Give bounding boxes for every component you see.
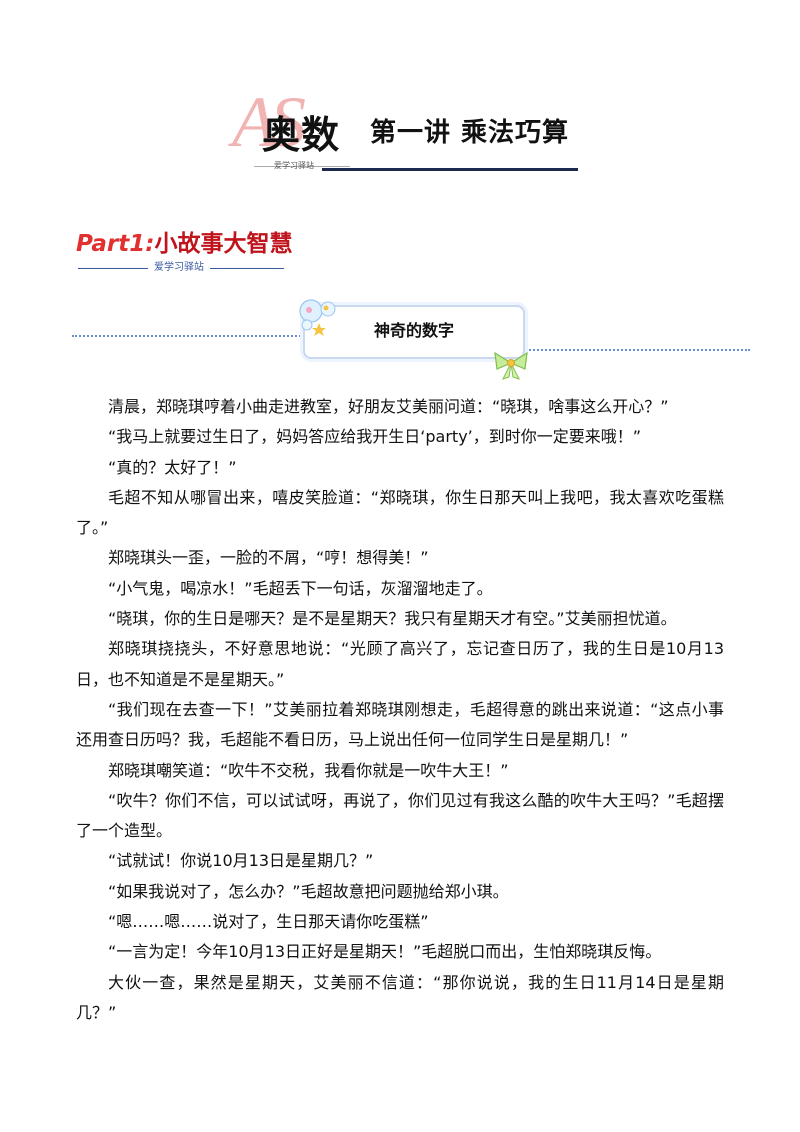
page-header: AS 奥数 爱学习驿站 第一讲 乘法巧算	[0, 0, 800, 190]
story-paragraph: “小气鬼，喝凉水！”毛超丢下一句话，灰溜溜地走了。	[108, 578, 493, 598]
title-underline	[322, 168, 578, 171]
aoshu-logo: AS 奥数 爱学习驿站	[228, 86, 358, 172]
story-paragraph: 郑晓琪挠挠头，不好意思地说：“光顾了高兴了，忘记查日历了，我的生日是10月13日…	[76, 639, 724, 689]
story-paragraph: 郑晓琪嘲笑道：“吹牛不交税，我看你就是一吹牛大王！”	[108, 760, 509, 780]
part-subtitle-line-left	[78, 268, 148, 269]
section-divider-right	[518, 349, 750, 351]
story-paragraph: “我们现在去查一下！”艾美丽拉着郑晓琪刚想走，毛超得意的跳出来说道：“这点小事还…	[76, 699, 724, 750]
logo-main-text: 奥数	[262, 113, 341, 157]
part-subtitle-row: 爱学习驿站	[78, 261, 284, 275]
story-text: 清晨，郑晓琪哼着小曲走进教室，好朋友艾美丽问道：“晓琪，啥事这么开心？” “我马…	[76, 392, 724, 1028]
part-subtitle-line-right	[210, 268, 284, 269]
section-title: 神奇的数字	[373, 321, 454, 340]
section-divider-left	[72, 335, 304, 337]
part-title: Part1:小故事大智慧	[76, 231, 293, 257]
part-title-cn: 小故事大智慧	[154, 231, 293, 257]
bubbles-icon	[299, 299, 336, 336]
logo-subtitle: 爱学习驿站	[274, 161, 314, 170]
story-paragraph: 大伙一查，果然是星期天，艾美丽不信道：“那你说说，我的生日11月14日是星期几？…	[76, 972, 724, 1022]
story-paragraph: “我马上就要过生日了，妈妈答应给我开生日‘party’，到时你一定要来哦！”	[108, 427, 642, 447]
logo-sub-divider	[254, 166, 350, 167]
story-paragraph: “试就试！你说10月13日是星期几？”	[108, 851, 374, 871]
story-paragraph: 清晨，郑晓琪哼着小曲走进教室，好朋友艾美丽问道：“晓琪，啥事这么开心？”	[108, 397, 669, 416]
story-paragraph: “吹牛？你们不信，可以试试呀，再说了，你们见过有我这么酷的吹牛大王吗？”毛超摆了…	[76, 790, 724, 841]
logo-letters: AS	[232, 82, 306, 162]
part-banner: Part1:小故事大智慧 爱学习驿站	[76, 231, 296, 280]
story-paragraph: “真的？太好了！”	[108, 457, 237, 477]
story-paragraph: 毛超不知从哪冒出来，嘻皮笑脸道：“郑晓琪，你生日那天叫上我吧，我太喜欢吃蛋糕了。…	[76, 487, 724, 538]
story-paragraph: “嗯……嗯……说对了，生日那天请你吃蛋糕”	[108, 912, 429, 932]
story-paragraph: 郑晓琪头一歪，一脸的不屑，“哼！想得美！”	[108, 548, 429, 568]
story-paragraph: “晓琪，你的生日是哪天？是不是星期天？我只有星期天才有空。”艾美丽担忧道。	[108, 609, 677, 629]
bow-icon	[494, 351, 528, 380]
story-paragraph: “如果我说对了，怎么办？”毛超故意把问题抛给郑小琪。	[108, 881, 509, 901]
part-subtitle: 爱学习驿站	[154, 262, 204, 273]
story-paragraph: “一言为定！今年10月13日正好是星期天！”毛超脱口而出，生怕郑晓琪反悔。	[108, 942, 662, 962]
lecture-title: 第一讲 乘法巧算	[370, 118, 570, 148]
section-title-box: 神奇的数字	[299, 299, 528, 380]
part-title-en: Part1:	[76, 231, 155, 257]
